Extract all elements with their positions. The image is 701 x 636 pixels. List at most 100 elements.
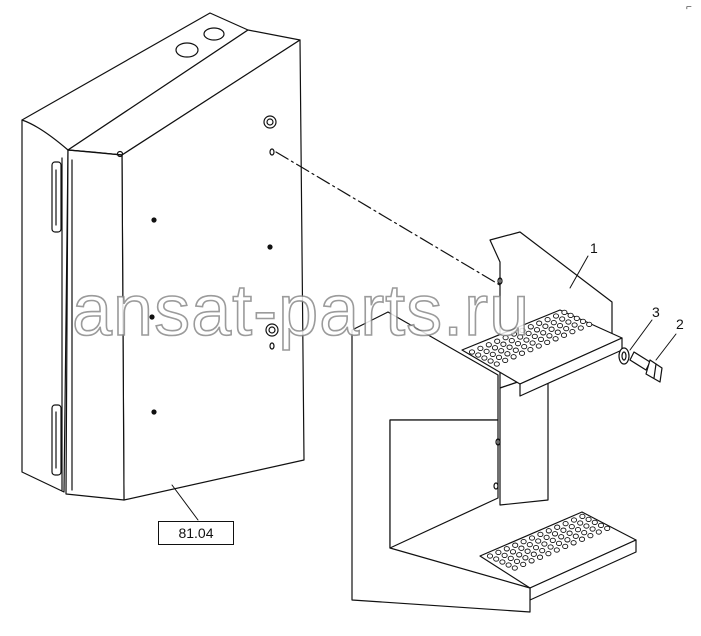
corner-mark-icon: ⌐: [686, 2, 692, 13]
perforation-hole: [570, 517, 578, 523]
perforation-hole: [577, 520, 584, 526]
perforation-hole: [560, 527, 567, 533]
perforation-hole: [512, 542, 519, 548]
perforation-hole: [514, 340, 522, 347]
perforation-hole: [491, 345, 499, 351]
perforation-hole: [508, 337, 515, 344]
perforation-hole: [555, 540, 563, 547]
perforation-hole: [571, 322, 578, 328]
perforation-hole: [528, 558, 535, 564]
perforation-hole: [545, 528, 552, 534]
perforation-hole: [524, 548, 531, 554]
perforation-hole: [579, 318, 587, 325]
perforation-hole: [537, 336, 545, 343]
perforation-hole: [529, 340, 536, 346]
perforation-hole: [566, 530, 573, 536]
perforation-hole: [501, 552, 508, 559]
perforation-hole: [548, 326, 555, 332]
perforation-hole: [568, 523, 575, 530]
perforation-hole: [563, 325, 570, 332]
perforation-hole: [495, 354, 503, 361]
perforation-hole: [486, 553, 494, 559]
perforation-hole: [554, 329, 561, 335]
perforation-hole: [542, 323, 549, 329]
perforation-hole: [520, 538, 527, 545]
perforation-hole: [533, 327, 541, 333]
perforation-hole: [541, 541, 548, 547]
perforation-hole: [556, 322, 564, 329]
perforation-hole: [546, 333, 553, 339]
perforation-hole: [481, 355, 488, 361]
perforation-hole: [552, 313, 560, 319]
perforation-hole: [513, 558, 521, 565]
step-bracket: [351, 231, 637, 613]
perforation-hole: [518, 545, 525, 551]
perforation-hole: [550, 319, 557, 326]
washer-part-3: [618, 347, 630, 365]
perforation-hole: [518, 350, 526, 356]
perforation-hole: [530, 551, 537, 557]
step-perforations: [468, 309, 611, 571]
callout-part-2: 2: [676, 316, 684, 332]
perforation-hole: [504, 351, 511, 357]
perforation-hole: [525, 330, 532, 337]
perforation-hole: [511, 565, 518, 571]
perforation-hole: [569, 328, 576, 335]
perforation-hole: [485, 342, 492, 348]
perforation-hole: [475, 352, 482, 358]
perforation-hole: [591, 519, 598, 526]
perforation-hole: [595, 529, 602, 535]
perforation-hole: [477, 345, 484, 352]
perforation-hole: [561, 309, 568, 316]
perforation-hole: [553, 547, 560, 553]
perforation-hole: [495, 549, 502, 556]
perforation-hole: [558, 534, 565, 540]
perforation-hole: [564, 537, 571, 543]
perforation-hole: [597, 522, 605, 529]
perforation-hole: [468, 349, 476, 355]
perforation-hole: [502, 334, 509, 341]
perforation-hole: [587, 532, 594, 539]
callout-part-3: 3: [652, 304, 660, 320]
perforation-hole: [493, 556, 500, 562]
leader-lines: [171, 255, 677, 521]
perforation-hole: [523, 337, 530, 343]
perforation-hole: [483, 348, 490, 355]
perforation-hole: [526, 541, 533, 548]
perforation-hole: [554, 524, 561, 530]
perforation-hole: [579, 513, 586, 520]
perforation-hole: [499, 559, 506, 565]
perforation-hole: [544, 316, 551, 323]
perforation-hole: [549, 537, 556, 544]
perforation-hole: [506, 344, 513, 350]
perforation-hole: [540, 330, 547, 336]
perforation-hole: [567, 312, 574, 319]
perforation-hole: [517, 334, 524, 340]
perforation-hole: [560, 332, 568, 338]
perforation-hole: [562, 543, 569, 550]
perforation-hole: [537, 531, 544, 538]
perforation-hole: [493, 361, 500, 367]
perforation-hole: [544, 339, 551, 346]
perforation-hole: [604, 525, 611, 532]
perforation-hole: [562, 520, 569, 527]
perforation-hole: [502, 357, 509, 364]
perforation-hole: [521, 343, 528, 350]
reference-label-box: 81.04: [158, 521, 234, 545]
perforation-hole: [505, 562, 512, 568]
perforation-hole: [585, 516, 592, 523]
perforation-hole: [552, 336, 559, 342]
perforation-hole: [583, 523, 590, 529]
perforation-hole: [510, 354, 517, 360]
perforation-hole: [516, 552, 523, 558]
perforation-hole: [487, 358, 494, 364]
perforation-hole: [574, 526, 582, 533]
perforation-hole: [503, 546, 510, 552]
perforation-hole: [565, 319, 572, 325]
perforation-hole: [573, 315, 580, 322]
perforation-hole: [551, 531, 559, 537]
perforation-hole: [581, 529, 588, 536]
perforation-hole: [559, 316, 566, 322]
perforation-hole: [519, 327, 526, 334]
perforation-hole: [522, 555, 529, 561]
